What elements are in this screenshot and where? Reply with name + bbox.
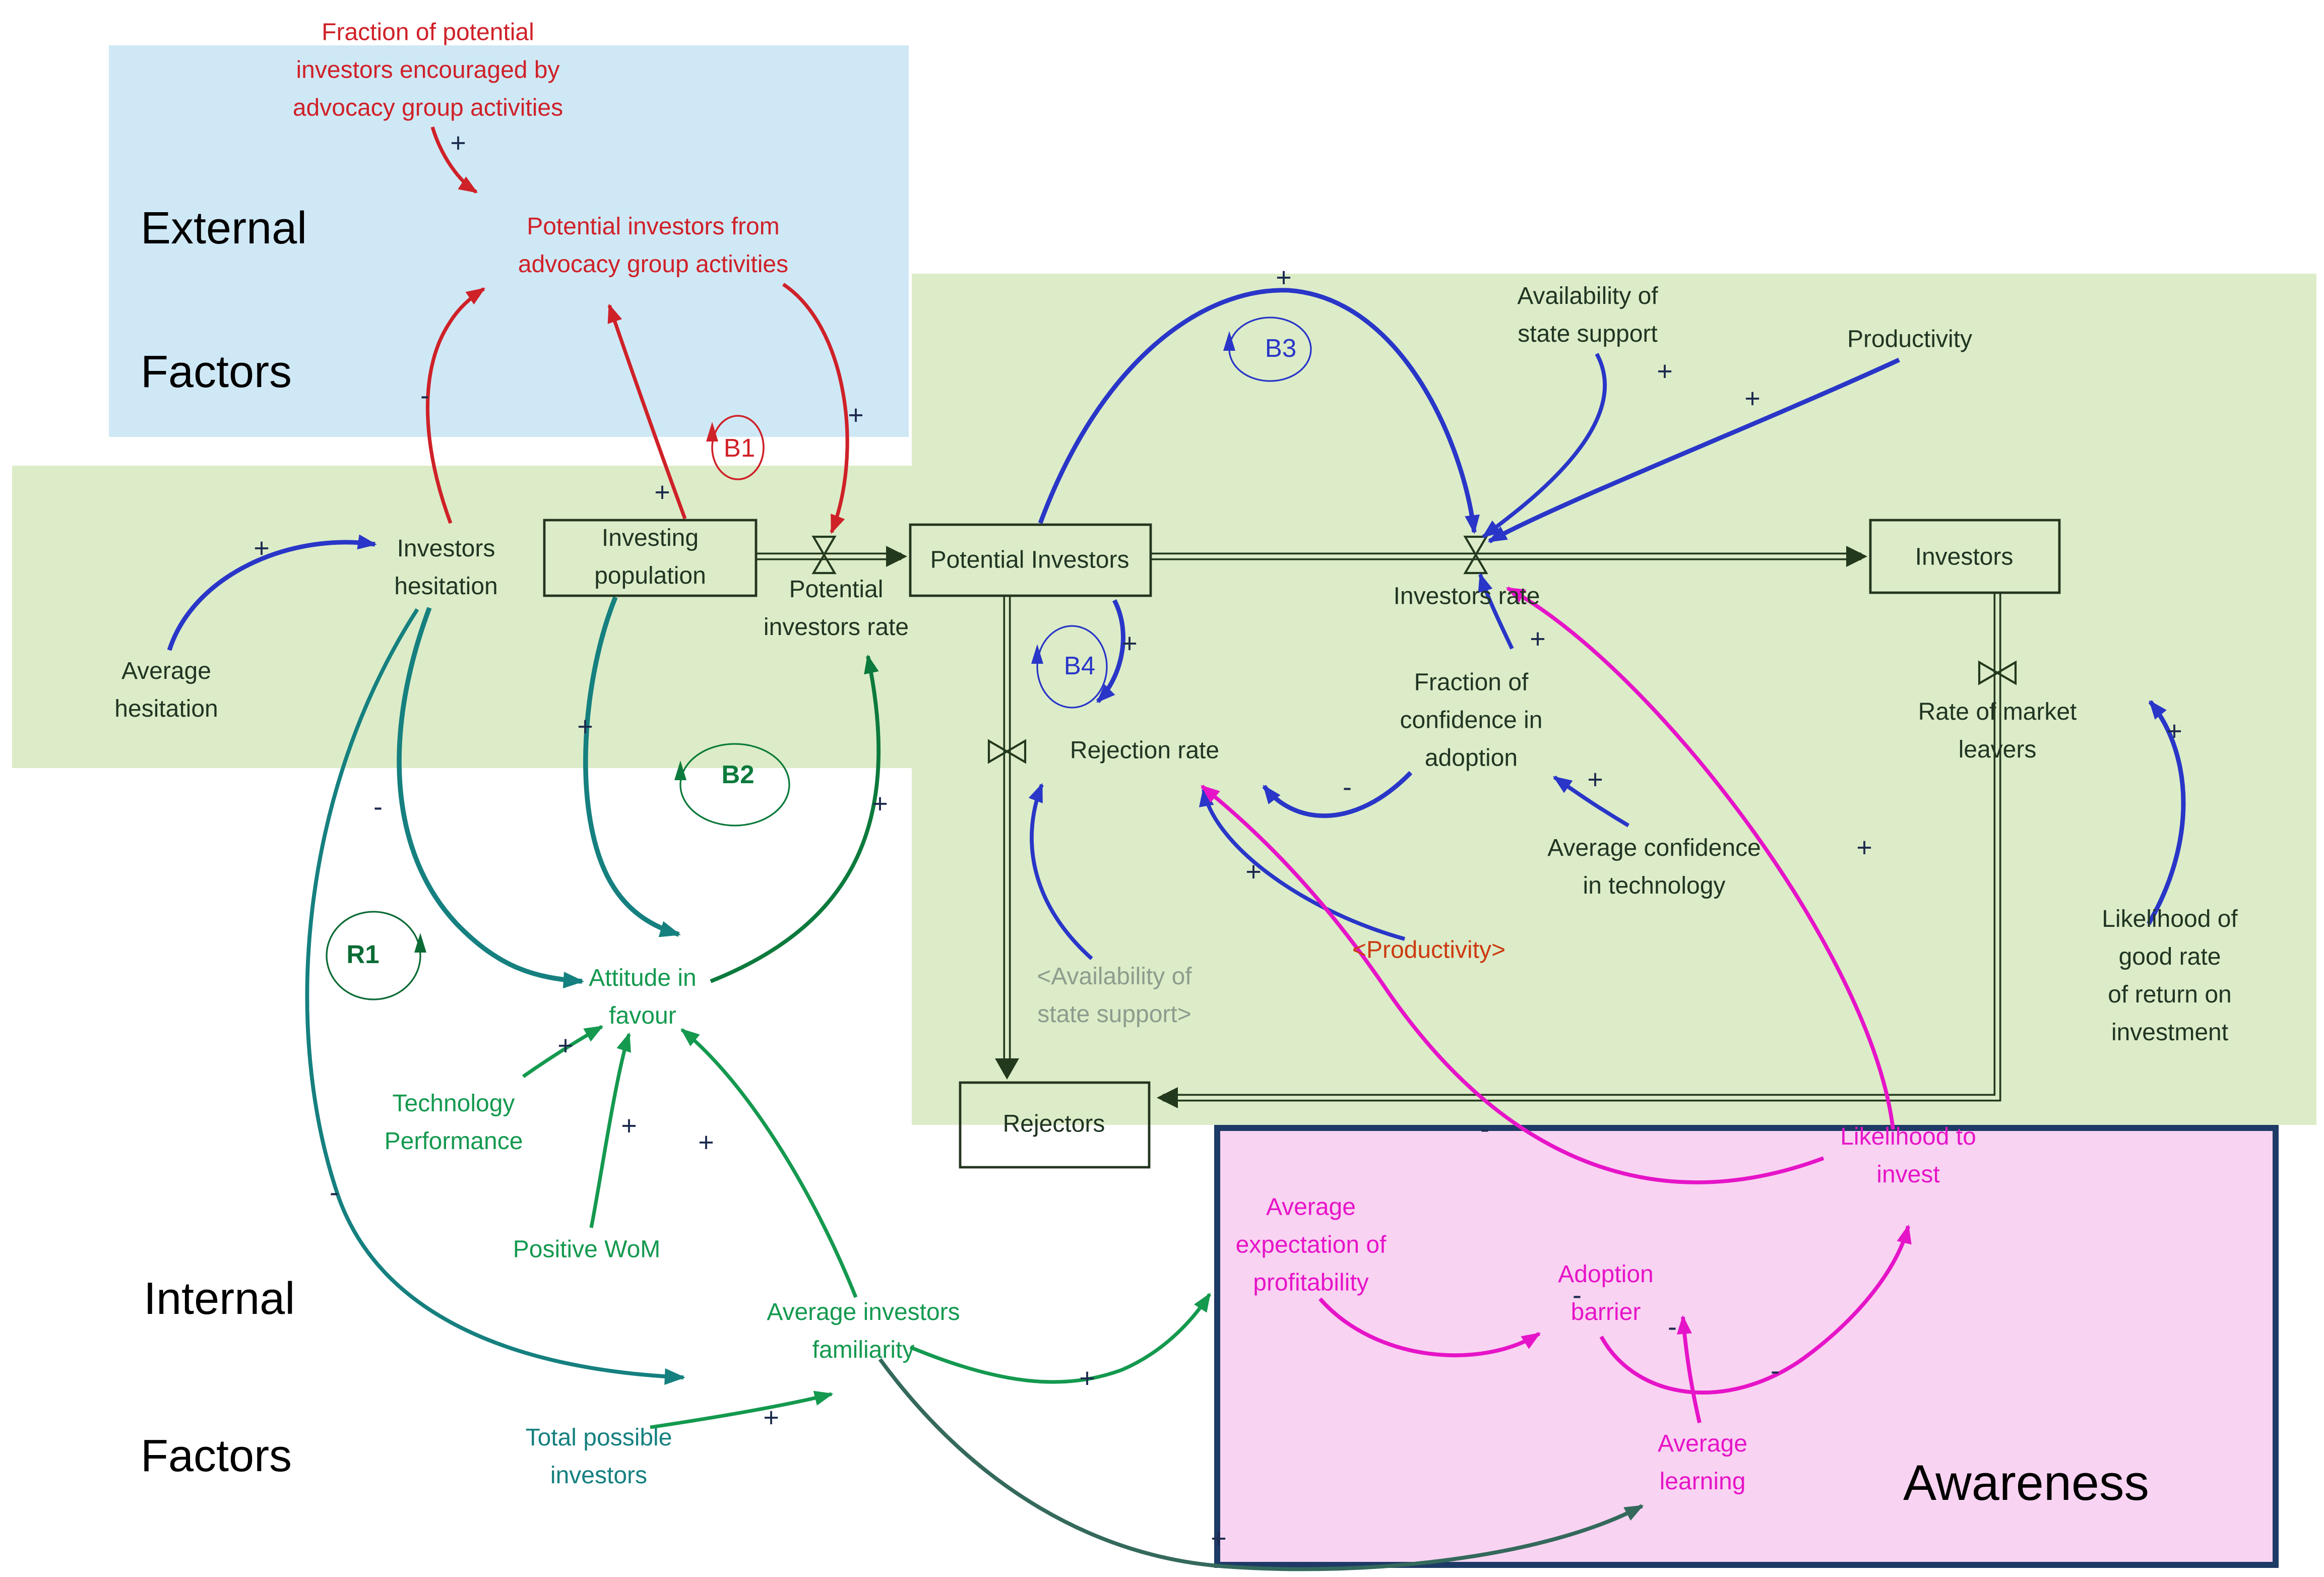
sign-b4-arc: + (1121, 628, 1138, 659)
variable-average-expectation-profitability: Average expectation of profitability (1235, 1195, 1387, 1297)
sign-productivity-to-investorsrate: + (1744, 383, 1761, 414)
rejection-rate-valve (987, 739, 1027, 764)
loop-b3: B3 (1265, 334, 1297, 363)
variable-investors-hesitation: Investors hesitation (394, 537, 498, 600)
magenta-links (1201, 586, 1912, 1423)
loop-r1: R1 (346, 940, 380, 969)
sign-familiarity-to-learning: + (1211, 1523, 1227, 1554)
flow-valves (811, 535, 2017, 764)
internal-title-line1: Internal (144, 1275, 295, 1324)
potential-investors-box (909, 523, 1152, 597)
stock-potential-investors: Potential Investors (930, 548, 1129, 574)
variable-average-hesitation: Average hesitation (114, 659, 218, 723)
dark-green-links (326, 654, 881, 1000)
blue-links (167, 288, 2186, 960)
sign-hesitation-to-attitude: - (373, 791, 383, 822)
variable-technology-performance: Technology Performance (384, 1092, 523, 1155)
loop-b2: B2 (721, 761, 755, 789)
sign-techperf-to-attitude: + (557, 1030, 574, 1061)
awareness-title: Awareness (1903, 1455, 2149, 1510)
sign-familiarity-to-attitude: + (698, 1127, 714, 1158)
variable-total-possible-investors: Total possible investors (525, 1426, 672, 1489)
market-leavers-valve (1978, 660, 2017, 685)
stock-investing-population: Investing population (594, 526, 706, 590)
flow-rejection-rate: Rejection rate (1070, 738, 1220, 765)
sign-likelihood-to-rejection: - (1480, 1113, 1489, 1144)
sign-attitude-to-rate: + (872, 788, 888, 819)
sign-total-to-familiarity: + (763, 1402, 779, 1433)
flow-rate-of-market-leavers: Rate of market leavers (1918, 700, 2077, 764)
variable-shadow-availability: <Availability of state support> (1037, 965, 1192, 1028)
sign-avg-hesitation: + (254, 533, 270, 563)
variable-availability-state-support: Availability of state support (1517, 284, 1658, 348)
variable-average-investors-familiarity: Average investors familiarity (767, 1300, 960, 1364)
stock-flow-pipes (756, 546, 2001, 1108)
variable-fraction-confidence: Fraction of confidence in adoption (1400, 670, 1543, 772)
flow-investors-rate: Investors rate (1393, 584, 1540, 610)
external-title-line1: External (141, 204, 307, 254)
sign-goodrate-to-leavers: + (2166, 716, 2182, 746)
external-factors-region (109, 45, 909, 437)
flow-potential-investors-rate: Potential investors rate (763, 578, 909, 641)
variable-potential-from-advocacy: Potential investors from advocacy group … (518, 215, 789, 278)
market-region-strip (12, 466, 925, 768)
loop-b1: B1 (723, 434, 756, 463)
teal-links (305, 596, 686, 1385)
sign-b3-arc: + (1276, 262, 1292, 293)
variable-productivity: Productivity (1847, 327, 1973, 353)
variable-likelihood-good-rate: Likelihood of good rate of return on inv… (2102, 907, 2238, 1046)
internal-title-line2: Factors (141, 1432, 292, 1482)
sign-barrier-to-likelihood: - (1771, 1355, 1780, 1386)
sign-familiarity-to-expectation: + (1079, 1363, 1095, 1394)
sign-expectation-to-barrier: - (1573, 1280, 1582, 1310)
variable-average-learning: Average learning (1658, 1432, 1747, 1495)
sign-likelihood-to-investorsrate: + (1856, 832, 1872, 863)
sign-population-to-advocacy: + (654, 477, 670, 508)
sign-avgconf-to-fraction: + (1587, 764, 1603, 795)
sign-hesitation-to-advocacy: - (420, 380, 429, 411)
sign-advocacy-to-rate: + (848, 400, 864, 430)
sign-fraction-to-investorsrate: + (1530, 623, 1546, 654)
investing-population-box (543, 519, 758, 597)
slate-links (878, 1358, 1644, 1571)
sign-productivity-to-rejection: + (1245, 856, 1262, 887)
potential-investors-rate-valve (811, 535, 837, 575)
investors-rate-valve (1463, 535, 1488, 575)
green-links (522, 1025, 1212, 1429)
sign-availability-to-investorsrate: + (1657, 356, 1673, 387)
stock-boxes (543, 519, 2061, 1169)
loop-b4: B4 (1063, 652, 1096, 680)
stock-investors: Investors (1915, 545, 2014, 571)
variable-shadow-productivity: <Productivity> (1352, 938, 1506, 964)
stock-rejectors: Rejectors (1002, 1112, 1105, 1138)
variable-adoption-barrier: Adoption barrier (1558, 1263, 1654, 1326)
sign-learning-to-barrier: - (1668, 1311, 1677, 1342)
investors-box (1869, 519, 2061, 594)
sign-hesitation-to-familiarity: - (330, 1177, 339, 1208)
sign-fraction-to-advocacy: + (450, 128, 466, 158)
external-title-line2: Factors (141, 348, 292, 398)
variable-attitude-in-favour: Attitude in favour (589, 966, 697, 1030)
variable-fraction-potential: Fraction of potential investors encourag… (292, 20, 563, 122)
variable-likelihood-to-invest: Likelihood to invest (1840, 1125, 1976, 1188)
rejectors-box (959, 1081, 1151, 1169)
market-region-main (912, 274, 2316, 1125)
sign-fraction-to-rejection: - (1343, 772, 1352, 802)
red-links (425, 126, 849, 534)
sign-population-to-attitude: + (577, 711, 593, 742)
variable-positive-wom: Positive WoM (513, 1237, 661, 1264)
variable-average-confidence-technology: Average confidence in technology (1547, 836, 1761, 900)
sign-wom-to-attitude: + (621, 1110, 637, 1141)
